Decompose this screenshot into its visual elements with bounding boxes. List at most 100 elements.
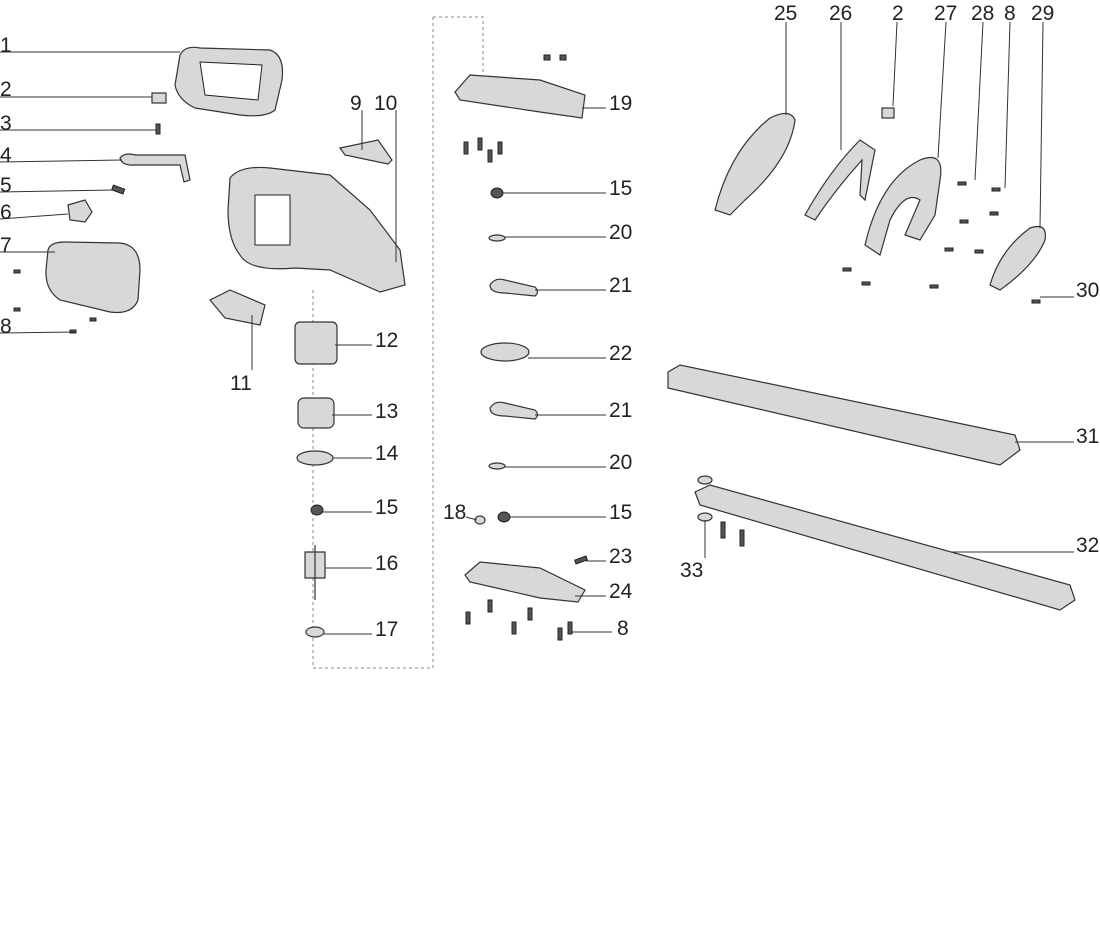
- leader-line: [1039, 21, 1044, 229]
- part-21-crank: [489, 278, 539, 297]
- part-label: 5: [0, 174, 12, 197]
- part-label: 15: [375, 496, 398, 519]
- dashed-assembly-guide: [312, 16, 484, 669]
- part-20-washer: [488, 234, 506, 242]
- part-label: 12: [375, 329, 398, 352]
- leader-line: [0, 331, 76, 334]
- part-22-gear: [480, 342, 530, 362]
- part-3-pin: [155, 123, 161, 135]
- part-7-rear-handle: [45, 241, 141, 314]
- screw: [497, 141, 503, 155]
- screw: [543, 54, 551, 61]
- part-label: 26: [829, 2, 852, 25]
- leader-line: [0, 213, 69, 220]
- part-33-washer: [697, 512, 713, 522]
- part-1-handle-opening: [199, 61, 263, 101]
- screw: [89, 317, 97, 322]
- part-18-bush: [474, 515, 486, 525]
- part-13-bracket: [297, 397, 335, 429]
- part-29-guard: [989, 225, 1047, 291]
- part-label: 8: [0, 315, 12, 338]
- parts: [13, 46, 1076, 641]
- screw: [13, 307, 21, 312]
- part-21-crank-lower: [489, 401, 539, 420]
- part-20-washer-lower: [488, 462, 506, 470]
- part-17-washer: [305, 626, 325, 638]
- part-11-cover: [209, 289, 266, 326]
- part-5-spring: [111, 184, 126, 195]
- part-label: 7: [0, 234, 12, 257]
- part-9-cover: [338, 139, 393, 165]
- screw: [487, 149, 493, 163]
- screw: [957, 181, 967, 186]
- screw: [959, 219, 969, 224]
- part-27-front-handle: [864, 156, 942, 256]
- part-12-stator: [294, 321, 338, 365]
- screw: [559, 54, 567, 61]
- screw: [13, 269, 21, 274]
- part-label: 29: [1031, 2, 1054, 25]
- part-label: 31: [1076, 425, 1099, 448]
- leader-line: [465, 516, 478, 521]
- part-32-blade: [694, 484, 1076, 611]
- part-label: 20: [609, 451, 632, 474]
- part-label: 9: [350, 92, 362, 115]
- leader-lines: [0, 21, 1074, 635]
- part-label: 8: [1004, 2, 1016, 25]
- part-33-washer-top: [697, 475, 713, 485]
- part-label: 3: [0, 112, 12, 135]
- part-label: 17: [375, 618, 398, 641]
- part-label: 21: [609, 399, 632, 422]
- screw: [511, 621, 517, 635]
- part-label: 18: [443, 501, 466, 524]
- part-2-switch-right: [881, 107, 895, 119]
- leader-line: [892, 21, 898, 107]
- screw: [487, 599, 493, 613]
- part-label: 2: [0, 78, 12, 101]
- part-label: 6: [0, 201, 12, 224]
- part-label: 16: [375, 552, 398, 575]
- part-label: 30: [1076, 279, 1099, 302]
- part-16-rotor: [304, 545, 326, 600]
- part-label: 10: [374, 92, 397, 115]
- part-15-bearing-upper: [490, 187, 504, 199]
- part-label: 27: [934, 2, 957, 25]
- screw: [465, 611, 471, 625]
- part-2-switch: [151, 92, 167, 104]
- screw: [989, 211, 999, 216]
- part-26-grip: [804, 139, 876, 221]
- leader-line: [0, 159, 123, 163]
- screw: [557, 627, 563, 641]
- leader-line: [937, 21, 947, 159]
- part-label: 23: [609, 545, 632, 568]
- screw: [567, 621, 573, 635]
- part-label: 11: [230, 372, 252, 395]
- part-label: 20: [609, 221, 632, 244]
- screw: [974, 249, 984, 254]
- screw: [861, 281, 871, 286]
- part-battery-slot: [254, 194, 291, 246]
- part-label: 32: [1076, 534, 1099, 557]
- part-14-ring: [296, 450, 334, 466]
- part-label: 21: [609, 274, 632, 297]
- screws: [13, 54, 1041, 641]
- part-25-handle-half: [714, 112, 796, 216]
- part-4-lever: [119, 153, 191, 183]
- part-label: 24: [609, 580, 633, 603]
- part-15-bearing: [310, 504, 324, 516]
- part-label: 19: [609, 92, 632, 115]
- part-label: 13: [375, 400, 398, 423]
- screw: [1031, 299, 1041, 304]
- part-23-pin: [574, 555, 588, 565]
- part-19-gear-housing-top: [454, 74, 586, 119]
- part-label: 15: [609, 177, 632, 200]
- screw: [991, 187, 1001, 192]
- part-label: 1: [0, 34, 12, 57]
- part-label: 33: [680, 559, 703, 582]
- screw: [477, 137, 483, 151]
- part-label: 4: [0, 144, 12, 167]
- screw: [69, 329, 77, 334]
